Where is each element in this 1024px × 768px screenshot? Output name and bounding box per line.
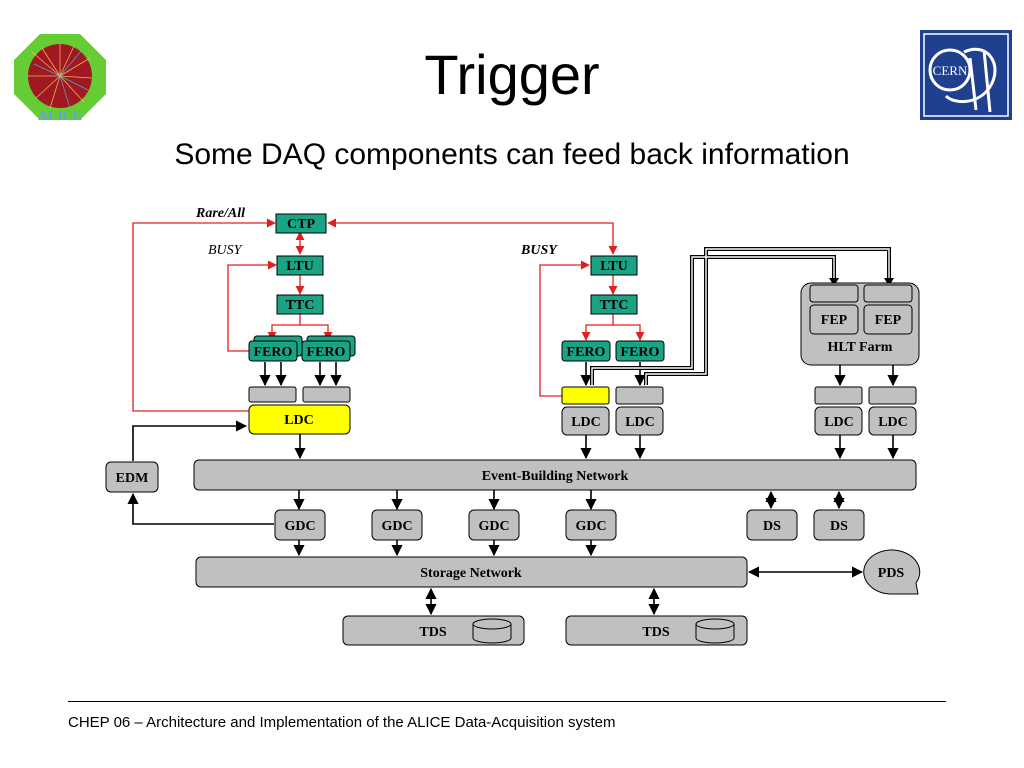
- footer-divider: [68, 701, 946, 702]
- alice-logo: ALICE: [14, 34, 106, 122]
- ltu-box-left: [276, 255, 324, 276]
- gdc-label-4: GDC: [575, 519, 606, 534]
- rorc-box-left-2: [302, 386, 351, 403]
- ldc-box-hlt-1: [814, 406, 863, 436]
- fep-box-1: [809, 304, 859, 335]
- event-building-network-label: Event-Building Network: [482, 469, 629, 484]
- fero-label-right-1: FERO: [567, 345, 606, 360]
- hlt-farm-sub-1: [809, 284, 859, 303]
- ttc-box-left: [276, 294, 324, 315]
- cern-logo-text: CERN: [933, 63, 968, 78]
- rorc-box-left-1: [248, 386, 297, 403]
- ctp-box: [275, 213, 327, 234]
- ds-label-1: DS: [763, 519, 781, 534]
- storage-network-label: Storage Network: [420, 566, 522, 581]
- daq-trigger-diagram: Rare/All BUSY BUSY: [105, 206, 921, 646]
- tds-label-2: TDS: [642, 625, 669, 640]
- ttc-label-left: TTC: [286, 298, 315, 313]
- ldc-label-hlt-1: LDC: [824, 415, 854, 430]
- ttc-box-right: [590, 294, 638, 315]
- gdc-box-3: [468, 509, 520, 541]
- edm-box: [105, 461, 159, 493]
- event-building-network: [193, 459, 917, 491]
- ldc-box-hlt-2: [868, 406, 917, 436]
- busy-label-left: BUSY: [208, 243, 244, 258]
- rorc-box-right-1: [561, 386, 610, 405]
- hlt-farm-box: [800, 282, 920, 366]
- busy-label-right: BUSY: [520, 243, 558, 258]
- gdc-label-2: GDC: [381, 519, 412, 534]
- hlt-farm-label: HLT Farm: [828, 340, 893, 355]
- disk-icon: [695, 618, 735, 644]
- ds-label-2: DS: [830, 519, 848, 534]
- ldc-label-left: LDC: [284, 413, 314, 428]
- fero-label-left-1: FERO: [254, 345, 293, 360]
- slide-footer: CHEP 06 – Architecture and Implementatio…: [68, 714, 616, 731]
- disk-icon: [472, 618, 512, 644]
- ltu-label-right: LTU: [600, 259, 628, 274]
- ttc-label-right: TTC: [600, 298, 629, 313]
- ltu-label-left: LTU: [286, 259, 314, 274]
- gdc-box-2: [371, 509, 423, 541]
- hlt-farm-sub-2: [863, 284, 913, 303]
- ltu-box-right: [590, 255, 638, 276]
- slide-subtitle: Some DAQ components can feed back inform…: [174, 138, 850, 171]
- ctp-label: CTP: [287, 217, 315, 232]
- rorc-box-hlt-2: [868, 386, 917, 405]
- ldc-label-right-2: LDC: [625, 415, 655, 430]
- rorc-box-right-2: [615, 386, 664, 405]
- ldc-box-right-1: [561, 406, 610, 436]
- gdc-box-4: [565, 509, 617, 541]
- fep-label-1: FEP: [821, 313, 848, 328]
- storage-network: [195, 556, 748, 588]
- pds-tape: [863, 549, 921, 595]
- cern-logo: CERN: [920, 30, 1012, 120]
- rorc-box-hlt-1: [814, 386, 863, 405]
- rare-all-label: Rare/All: [195, 206, 245, 221]
- tds-label-1: TDS: [419, 625, 446, 640]
- fep-label-2: FEP: [875, 313, 902, 328]
- fero-box-right-2: [615, 340, 665, 362]
- fero-label-left-2: FERO: [307, 345, 346, 360]
- fero-box-right-1: [561, 340, 611, 362]
- fero-box-left-2: [301, 340, 351, 362]
- ldc-box-right-2: [615, 406, 664, 436]
- ldc-label-right-1: LDC: [571, 415, 601, 430]
- fep-box-2: [863, 304, 913, 335]
- slide-title: Trigger: [424, 43, 600, 106]
- fero-box-left-1: [248, 340, 298, 362]
- fero-label-right-2: FERO: [621, 345, 660, 360]
- gdc-label-3: GDC: [478, 519, 509, 534]
- ds-box-1: [746, 509, 798, 541]
- gdc-label-1: GDC: [284, 519, 315, 534]
- pds-label: PDS: [878, 566, 905, 581]
- ds-box-2: [813, 509, 865, 541]
- gdc-box-1: [274, 509, 326, 541]
- ldc-box-left: [248, 404, 351, 435]
- ldc-label-hlt-2: LDC: [878, 415, 908, 430]
- alice-logo-text: ALICE: [38, 109, 82, 122]
- edm-label: EDM: [116, 471, 149, 486]
